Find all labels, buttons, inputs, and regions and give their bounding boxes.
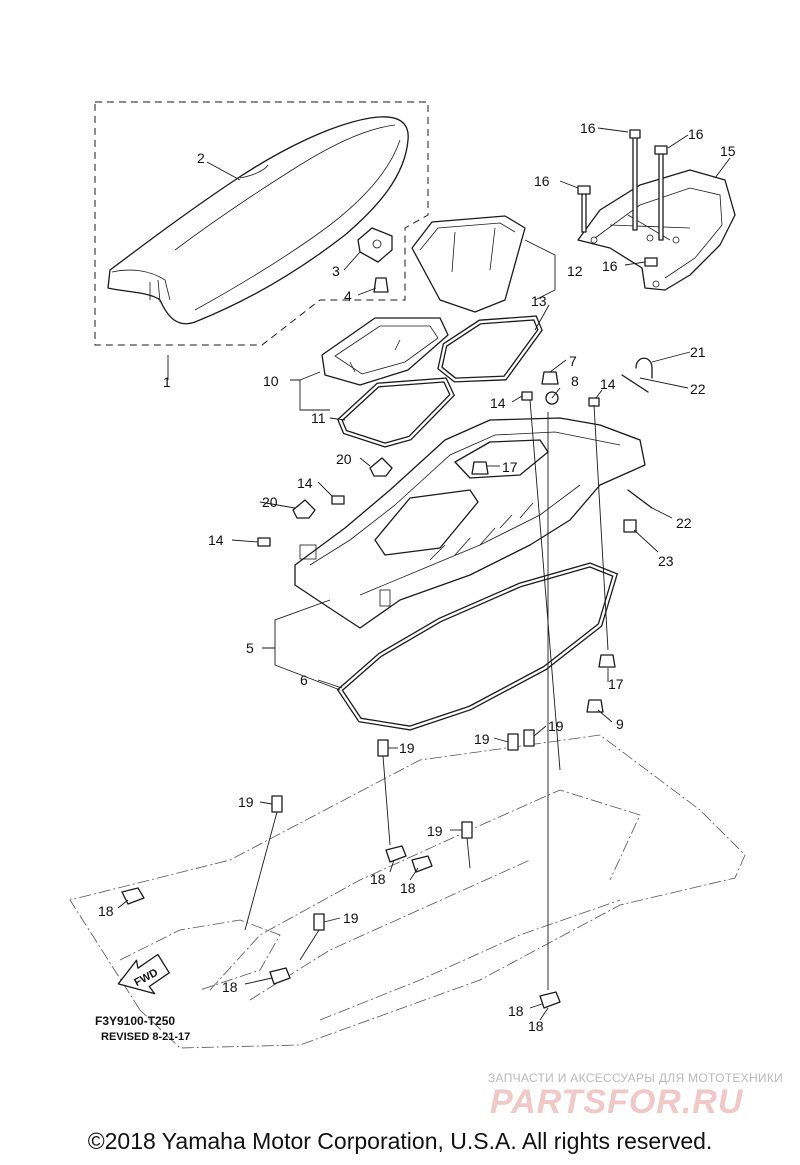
callout-19c: 19 bbox=[548, 718, 564, 734]
storage-bin bbox=[411, 215, 526, 313]
watermark-subtitle: ЗАПЧАСТИ И АКСЕССУАРЫ ДЛЯ МОТОТЕХНИКИ bbox=[488, 1071, 784, 1085]
callout-6: 6 bbox=[300, 672, 308, 688]
fwd-arrow: FWD bbox=[117, 953, 170, 995]
callout-7: 7 bbox=[569, 353, 577, 369]
callout-14c: 14 bbox=[297, 475, 313, 491]
callout-16a: 16 bbox=[580, 120, 596, 136]
callout-11: 11 bbox=[311, 410, 326, 426]
callout-22a: 22 bbox=[690, 381, 706, 397]
hatch-cover bbox=[321, 317, 449, 386]
revised-date: REVISED 8-21-17 bbox=[101, 1031, 190, 1043]
callout-8: 8 bbox=[571, 373, 579, 389]
gasket-11 bbox=[337, 377, 455, 448]
gasket-6 bbox=[336, 562, 619, 731]
callout-18c: 18 bbox=[400, 880, 416, 896]
callout-13: 13 bbox=[531, 293, 547, 309]
seat-group bbox=[94, 101, 429, 346]
callout-14b: 14 bbox=[600, 376, 616, 392]
gasket-13 bbox=[437, 315, 543, 383]
callout-4: 4 bbox=[344, 288, 352, 304]
callout-19b: 19 bbox=[474, 731, 490, 747]
callout-19a: 19 bbox=[399, 740, 415, 756]
callout-15: 15 bbox=[720, 143, 736, 159]
callout-9: 9 bbox=[616, 716, 624, 732]
handle bbox=[577, 169, 736, 291]
callout-17a: 17 bbox=[502, 459, 518, 475]
callout-14d: 14 bbox=[208, 532, 224, 548]
callout-19e: 19 bbox=[427, 823, 443, 839]
callout-20b: 20 bbox=[262, 494, 278, 510]
callout-10: 10 bbox=[263, 373, 279, 389]
callout-18b: 18 bbox=[370, 871, 386, 887]
callout-17b: 17 bbox=[608, 676, 624, 692]
callout-16d: 16 bbox=[602, 258, 618, 274]
callout-2: 2 bbox=[197, 150, 205, 166]
callout-18a: 18 bbox=[98, 903, 114, 919]
callout-14a: 14 bbox=[490, 395, 506, 411]
callout-19f: 19 bbox=[343, 910, 359, 926]
callout-labels: 1 2 3 4 5 6 7 8 9 10 11 12 13 14 14 14 1… bbox=[98, 120, 736, 1034]
callout-1: 1 bbox=[163, 374, 171, 390]
callout-21: 21 bbox=[690, 344, 706, 360]
copyright-notice: ©2018 Yamaha Motor Corporation, U.S.A. A… bbox=[87, 1128, 713, 1154]
callout-16c: 16 bbox=[534, 173, 550, 189]
callout-19d: 19 bbox=[238, 794, 254, 810]
watermark-logo: PARTSFOR.RU bbox=[490, 1083, 744, 1121]
deck bbox=[294, 417, 646, 629]
ref-code: F3Y9100-T250 bbox=[95, 1014, 175, 1028]
callout-23: 23 bbox=[658, 553, 674, 569]
callout-22b: 22 bbox=[676, 515, 692, 531]
callout-20a: 20 bbox=[336, 451, 352, 467]
callout-12: 12 bbox=[567, 263, 583, 279]
callout-18f: 18 bbox=[528, 1018, 544, 1034]
fasteners bbox=[121, 129, 668, 1009]
callout-16b: 16 bbox=[688, 126, 704, 142]
callout-5: 5 bbox=[246, 640, 254, 656]
callout-18d: 18 bbox=[222, 979, 238, 995]
callout-3: 3 bbox=[332, 263, 340, 279]
leader-lines bbox=[117, 127, 731, 1021]
callout-18e: 18 bbox=[508, 1003, 524, 1019]
reference-block: F3Y9100-T250 REVISED 8-21-17 bbox=[95, 1014, 190, 1043]
